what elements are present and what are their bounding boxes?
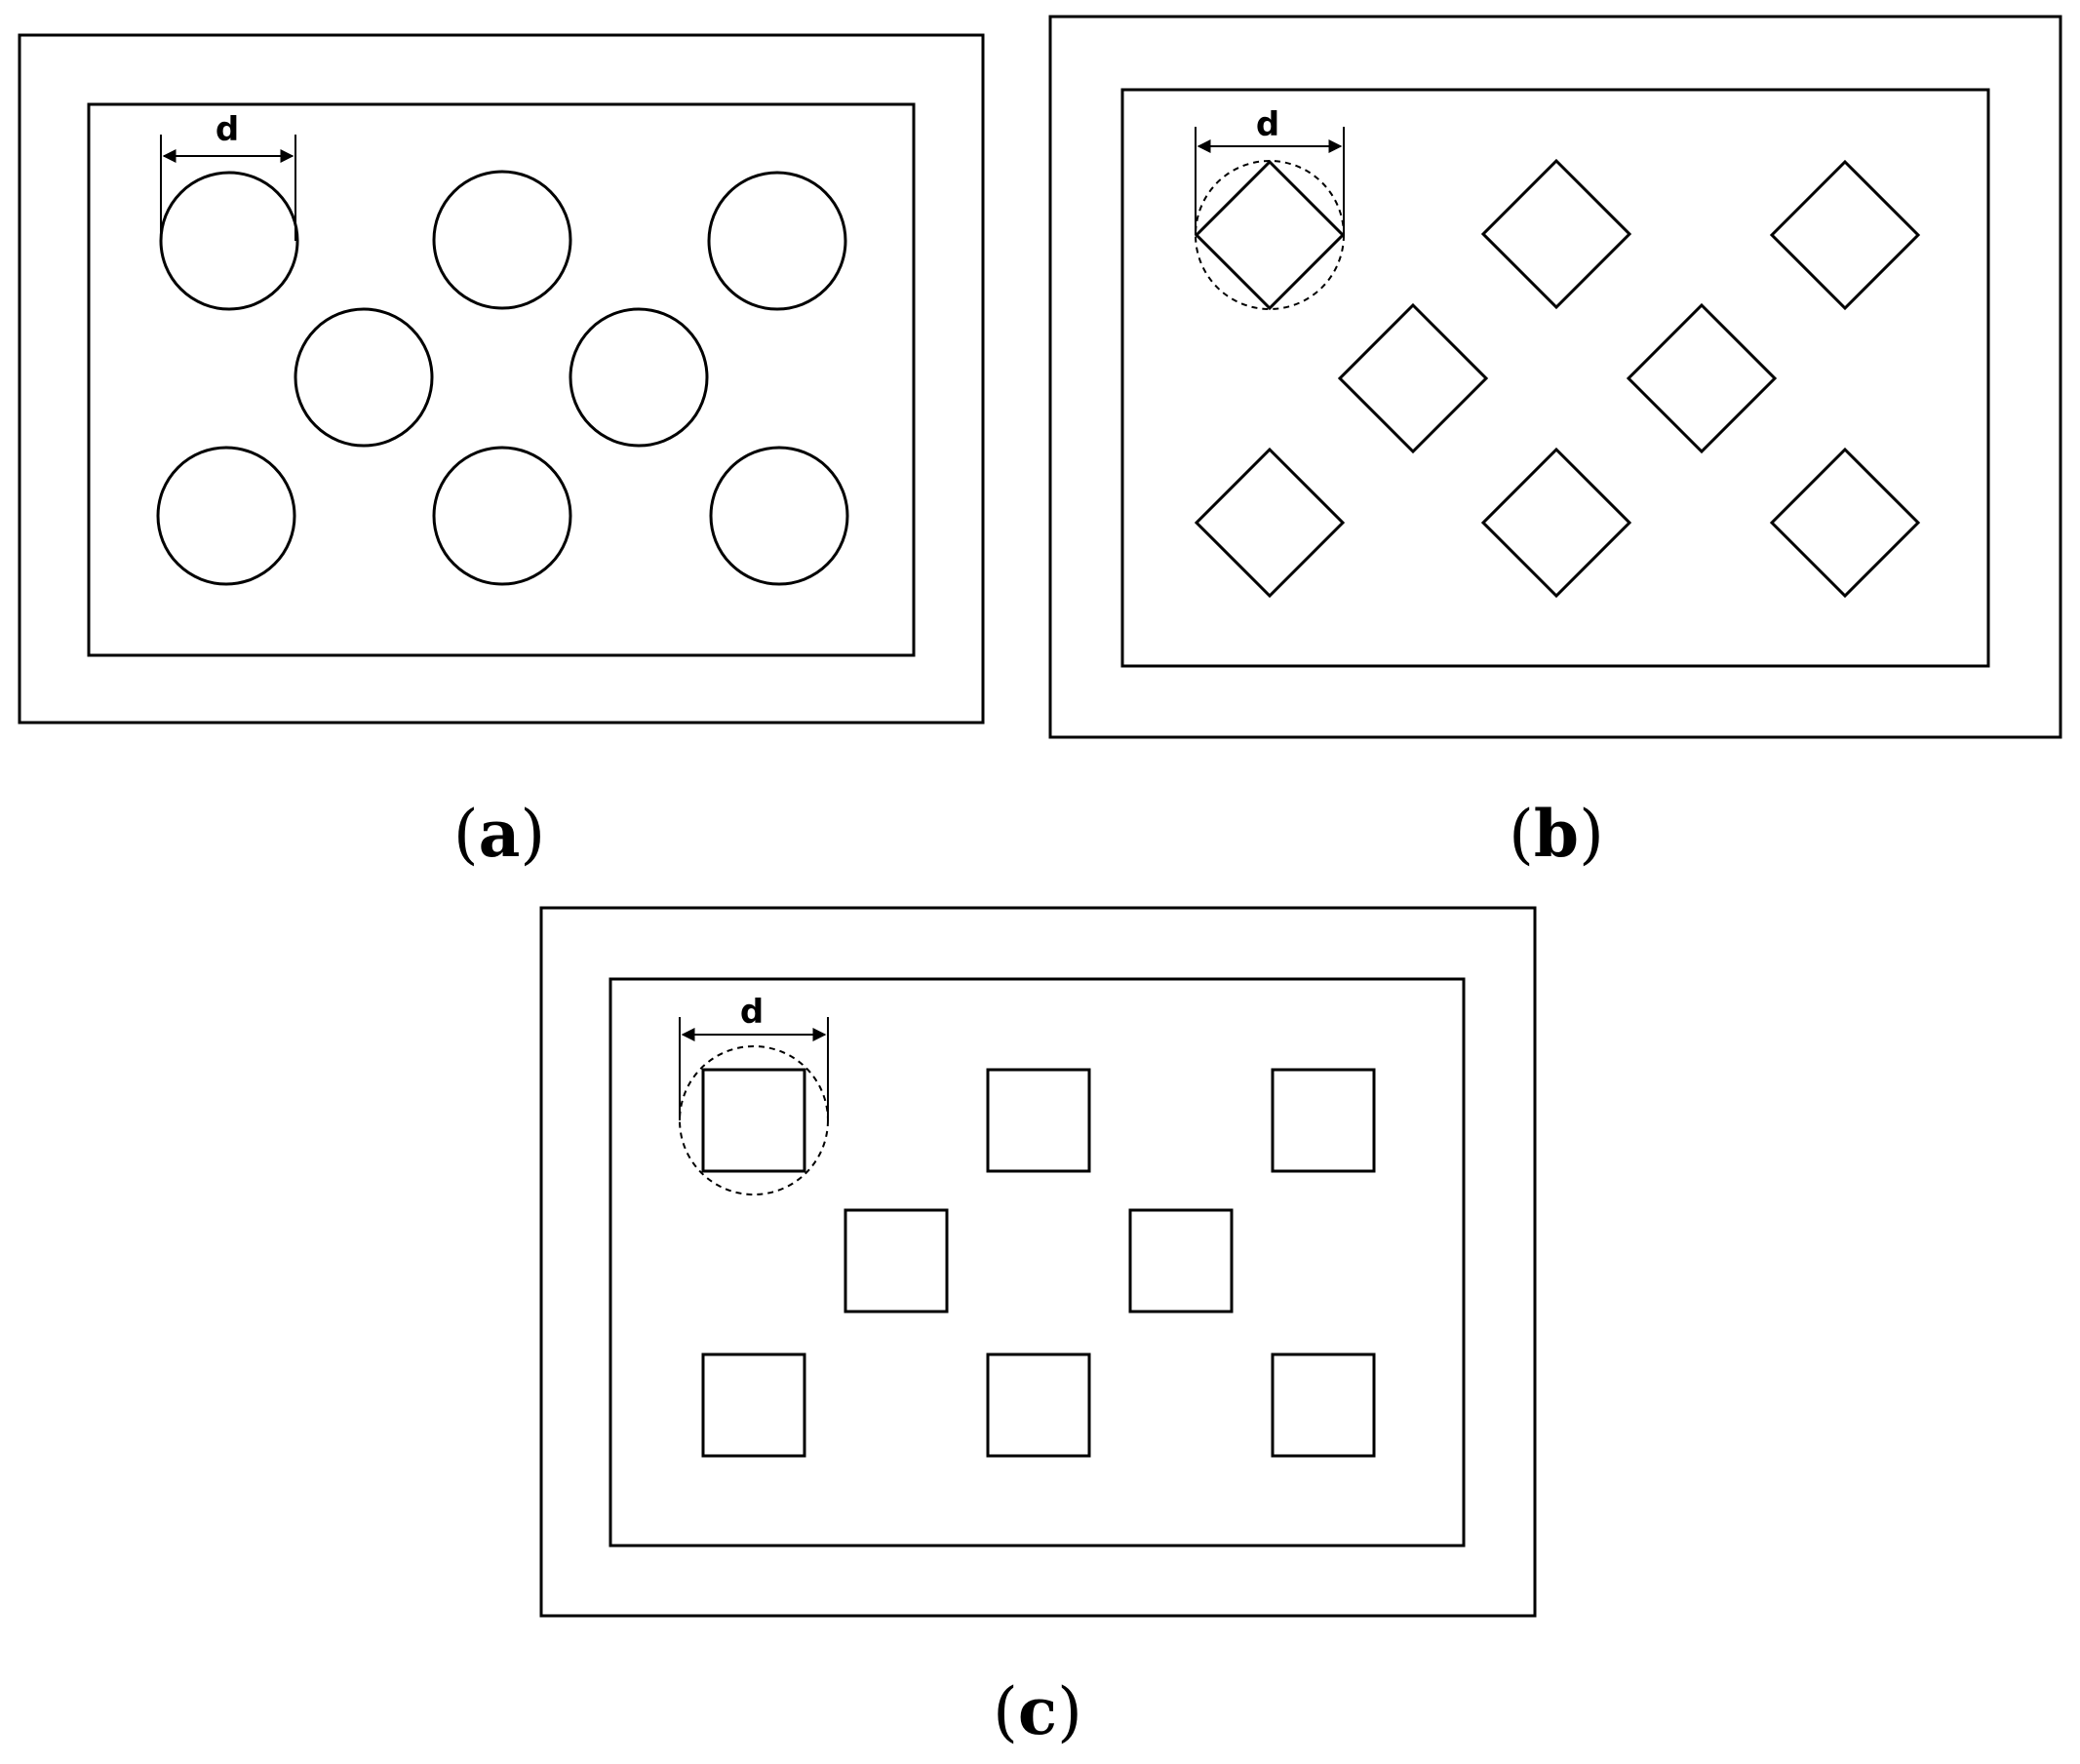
- diamond-hole: [1480, 447, 1632, 599]
- circle-hole: [294, 307, 434, 448]
- diamond-hole: [1337, 302, 1489, 454]
- diamond-hole: [1194, 159, 1346, 311]
- square-hole: [844, 1208, 949, 1313]
- panel-c-dimension: [679, 1017, 829, 1120]
- panel-b-holes: [1194, 158, 1921, 599]
- panel-c-holes: [701, 1068, 1376, 1458]
- panel-c: d (c): [539, 906, 1537, 1749]
- panel-a-holes: [156, 170, 849, 586]
- panel-a: d (a): [18, 33, 985, 872]
- panel-c-dimension-label: d: [740, 993, 764, 1032]
- panel-c-caption: (c): [993, 1673, 1082, 1749]
- square-hole: [1271, 1068, 1376, 1173]
- panel-a-dimension: [160, 135, 296, 241]
- circle-hole: [707, 171, 847, 311]
- circle-hole: [156, 446, 296, 586]
- circle-hole: [709, 446, 849, 586]
- panel-b-dimension-label: d: [1256, 105, 1279, 144]
- panel-a-outer-frame: [18, 33, 985, 725]
- panel-c-inner-plate: [608, 977, 1466, 1548]
- diamond-hole: [1769, 159, 1921, 311]
- square-hole: [1271, 1352, 1376, 1458]
- panel-a-inner-plate: [87, 102, 916, 657]
- diamond-hole: [1769, 447, 1921, 599]
- square-hole: [701, 1352, 806, 1458]
- panel-b-circumscribed-circle: [1195, 160, 1345, 310]
- diamond-hole: [1626, 302, 1778, 454]
- circle-hole: [159, 171, 299, 311]
- square-hole: [1128, 1208, 1234, 1313]
- circle-hole: [432, 446, 572, 586]
- panel-a-dimension-label: d: [216, 110, 239, 149]
- circle-hole: [432, 170, 572, 310]
- diamond-hole: [1480, 158, 1632, 310]
- panel-b: d (b): [1048, 15, 2062, 872]
- square-hole: [701, 1068, 806, 1173]
- diamond-hole: [1194, 447, 1346, 599]
- panel-b-outer-frame: [1048, 15, 2062, 739]
- panel-c-outer-frame: [539, 906, 1537, 1618]
- square-hole: [986, 1068, 1091, 1173]
- circle-hole: [569, 307, 709, 448]
- panel-b-dimension: [1195, 127, 1345, 235]
- panel-b-caption: (b): [1509, 796, 1604, 872]
- panel-a-caption: (a): [453, 796, 545, 872]
- square-hole: [986, 1352, 1091, 1458]
- panel-b-inner-plate: [1120, 88, 1990, 668]
